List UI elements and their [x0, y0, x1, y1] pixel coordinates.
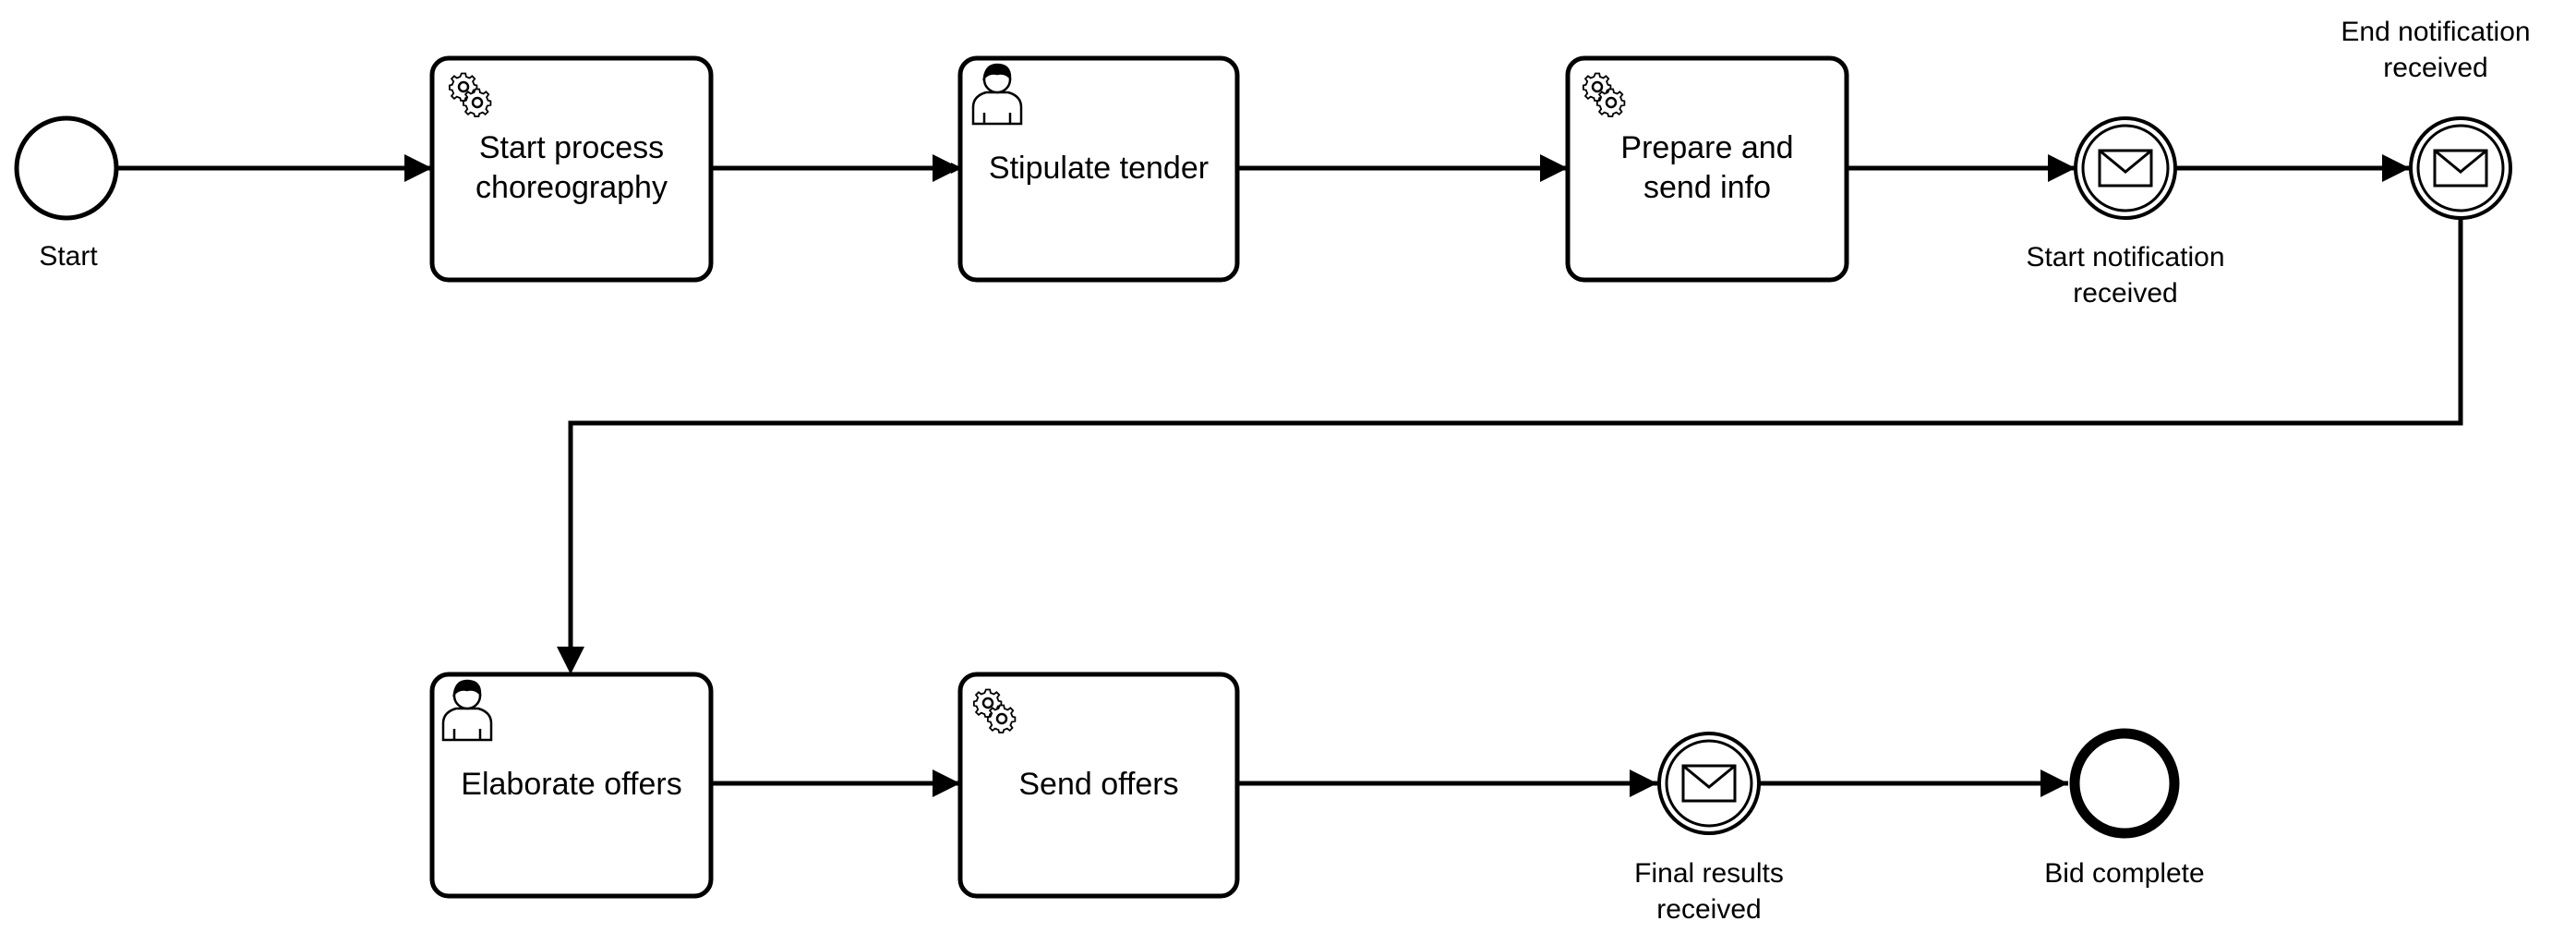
- event-start[interactable]: Start: [14, 115, 119, 272]
- gear-icon: [972, 688, 1017, 733]
- event-final-results-received[interactable]: Final results received: [1634, 732, 1784, 925]
- envelope-icon: [2098, 149, 2153, 188]
- event-label: Start: [39, 241, 98, 272]
- gear-icon: [448, 72, 492, 117]
- arrowhead: [557, 647, 584, 674]
- start-event-circle[interactable]: [14, 115, 119, 221]
- arrowhead: [2048, 154, 2076, 182]
- task-label: Elaborate offers: [461, 767, 681, 802]
- message-event-inner-circle: [2081, 124, 2170, 212]
- message-event-inner-circle: [2416, 124, 2505, 212]
- message-event-inner-circle: [1665, 739, 1753, 828]
- task-label: choreography: [475, 170, 668, 205]
- arrowheads: [404, 154, 2410, 797]
- gear-icon: [1582, 72, 1626, 117]
- task-label: Stipulate tender: [989, 151, 1209, 186]
- task-label: Send offers: [1018, 767, 1178, 802]
- sequence-flows: [118, 163, 2463, 786]
- task-label: Prepare and: [1620, 130, 1793, 165]
- arrowhead: [933, 769, 960, 797]
- flow-end-notification-to-elaborate-offers[interactable]: [568, 218, 2463, 670]
- arrowhead: [404, 154, 432, 182]
- event-bid-complete[interactable]: Bid complete: [2044, 728, 2205, 889]
- user-icon: [441, 679, 493, 742]
- arrowhead: [2382, 154, 2410, 182]
- event-label: received: [2073, 278, 2177, 309]
- task-elaborate-offers[interactable]: Elaborate offers: [429, 672, 714, 899]
- event-label: Bid complete: [2044, 858, 2204, 889]
- task-start-process-choreography[interactable]: Start process choreography: [429, 55, 714, 283]
- user-icon: [971, 63, 1023, 126]
- arrowhead: [2040, 769, 2068, 797]
- envelope-icon: [1681, 764, 1737, 803]
- event-label: Start notification: [2026, 242, 2224, 273]
- task-box[interactable]: [957, 55, 1240, 283]
- event-start-notification-received[interactable]: Start notification received: [2026, 116, 2225, 309]
- task-label: Start process: [479, 130, 664, 165]
- end-event-circle[interactable]: [2069, 728, 2180, 839]
- task-box[interactable]: [1565, 55, 1849, 283]
- task-box[interactable]: [429, 672, 714, 899]
- event-label: End notification: [2341, 17, 2530, 47]
- task-prepare-and-send-info[interactable]: Prepare and send info: [1565, 55, 1849, 283]
- task-box[interactable]: [957, 672, 1240, 899]
- envelope-icon: [2433, 149, 2488, 188]
- arrowhead: [1540, 154, 1568, 182]
- arrowhead: [1630, 769, 1657, 797]
- task-box[interactable]: [429, 55, 714, 283]
- task-label: send info: [1643, 170, 1771, 205]
- task-stipulate-tender[interactable]: Stipulate tender: [957, 55, 1240, 283]
- event-end-notification-received[interactable]: End notification received: [2341, 17, 2531, 220]
- event-label: received: [2383, 53, 2487, 83]
- arrowhead: [933, 154, 960, 182]
- task-send-offers[interactable]: Send offers: [957, 672, 1240, 899]
- event-label: Final results: [1634, 858, 1784, 889]
- event-label: received: [1656, 894, 1761, 925]
